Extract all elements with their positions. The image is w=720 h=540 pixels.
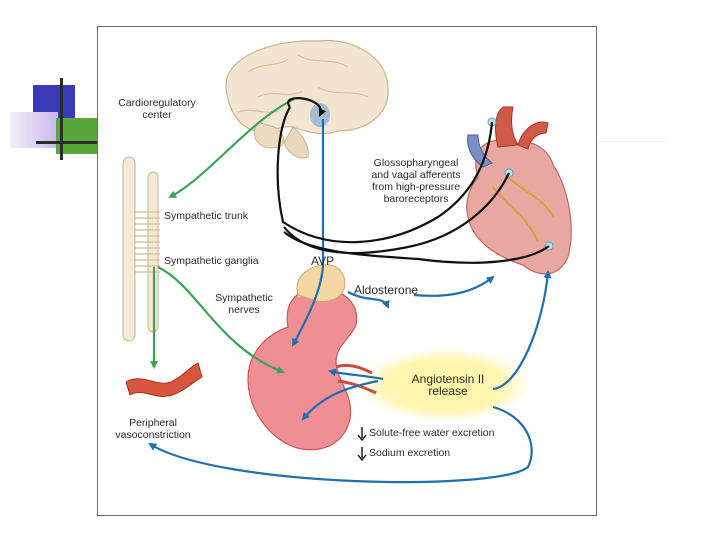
label-sympathetic-ganglia: Sympathetic ganglia [164, 255, 259, 267]
slide-deco-green-square [56, 118, 98, 154]
label-peripheral-vasoconstriction: Peripheral vasoconstriction [115, 417, 191, 441]
black-arrows [276, 97, 550, 264]
diagram-canvas [122, 39, 572, 484]
blood-vessel-illustration [125, 362, 203, 397]
label-angiotensin-release: Angiotensin II release [411, 372, 485, 398]
label-solute-free-water-excretion: Solute-free water excretion [369, 427, 495, 439]
label-sympathetic-trunk: Sympathetic trunk [164, 210, 249, 222]
label-baroreceptor-afferents: Glossopharyngeal and vagal afferents fro… [371, 157, 461, 205]
figure-panel: Cardioregulatory center Glossopharyngeal… [97, 26, 597, 516]
kidney-illustration [247, 264, 377, 451]
sympathetic-chain-illustration [122, 156, 160, 342]
angiotensin-glow [357, 347, 533, 423]
blue-arrows [148, 119, 552, 484]
label-avp: AVP [311, 254, 335, 268]
decrease-arrows [357, 427, 367, 462]
heart-illustration [466, 106, 572, 275]
slide-deco-vertical-line [60, 78, 63, 160]
label-aldosterone: Aldosterone [354, 283, 419, 297]
brain-illustration [225, 39, 389, 159]
label-sympathetic-nerves: Sympathetic nerves [215, 292, 273, 316]
slide-deco-horizontal-line [36, 141, 98, 144]
green-arrows [150, 98, 295, 374]
label-sodium-excretion: Sodium excretion [369, 447, 451, 459]
label-cardioregulatory-center: Cardioregulatory center [118, 97, 196, 121]
slide-deco-faint-line [595, 141, 665, 142]
